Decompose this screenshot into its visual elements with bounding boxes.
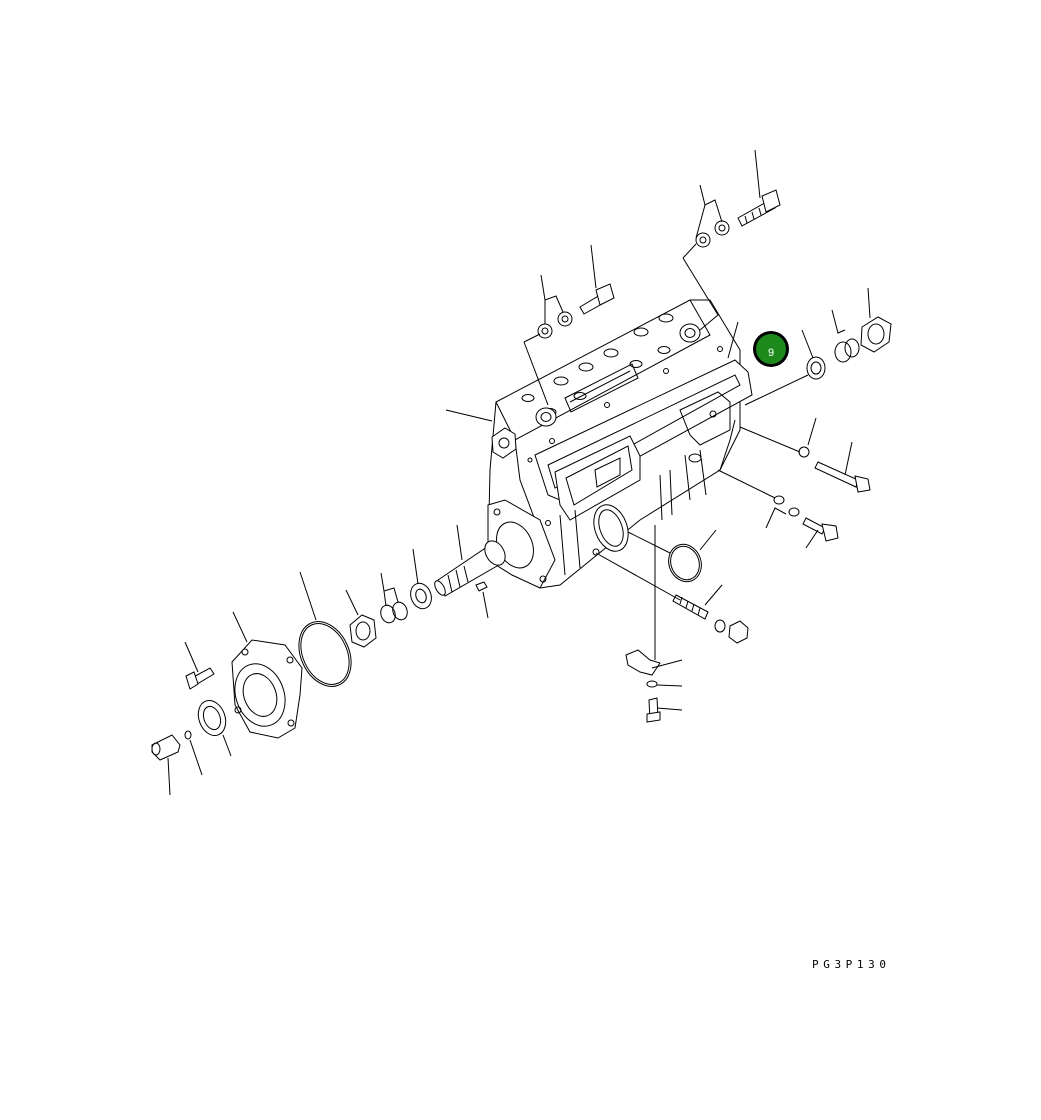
callout-label: 9 — [768, 347, 774, 359]
right-fittings — [537, 189, 892, 723]
pump-housing — [487, 299, 753, 589]
callout-marker[interactable]: 9 — [753, 331, 789, 367]
camshaft-assembly — [151, 540, 506, 761]
leader-lines — [167, 149, 871, 796]
drawing-code: PG3P130 — [812, 958, 891, 971]
